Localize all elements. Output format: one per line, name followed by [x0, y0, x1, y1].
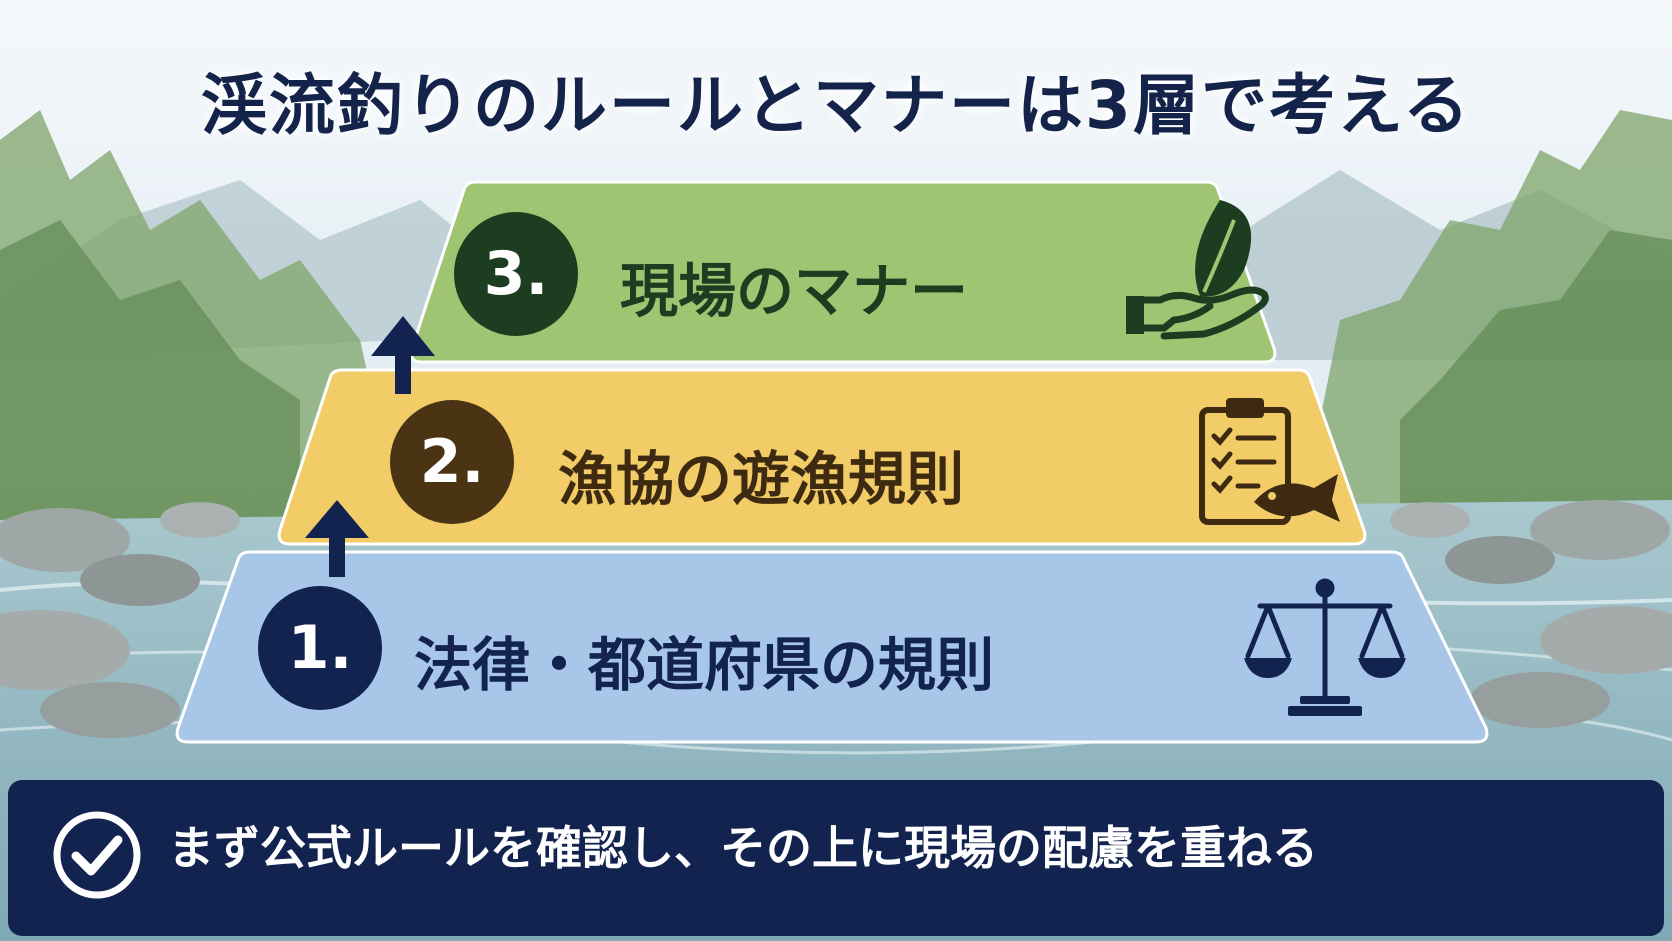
- clipboard-fish-icon: [1199, 398, 1340, 525]
- layer-2-band: [277, 368, 1367, 546]
- summary-banner-text: まず公式ルールを確認し、その上に現場の配慮を重ねる: [168, 821, 1318, 875]
- leaf-hand-icon: [1126, 200, 1269, 340]
- up-arrow-1-to-2: [305, 500, 369, 577]
- page-title: 渓流釣りのルールとマナーは3層で考える: [201, 67, 1471, 144]
- layer-1-band: [175, 550, 1489, 744]
- layer-2-label: 漁協の遊漁規則: [558, 445, 965, 513]
- layer-3-number-badge: 3.: [454, 212, 578, 336]
- layer-1-label: 法律・都道府県の規則: [414, 631, 995, 699]
- layer-3-label: 現場のマナー: [620, 257, 969, 325]
- scales-icon: [1244, 578, 1406, 716]
- summary-banner: [8, 780, 1664, 936]
- layer-1-number-badge: 1.: [258, 586, 382, 710]
- up-arrow-2-to-3: [371, 316, 435, 394]
- layer-3-band: [409, 180, 1277, 364]
- check-circle-icon: [53, 811, 141, 899]
- layer-2-number-badge: 2.: [390, 400, 514, 524]
